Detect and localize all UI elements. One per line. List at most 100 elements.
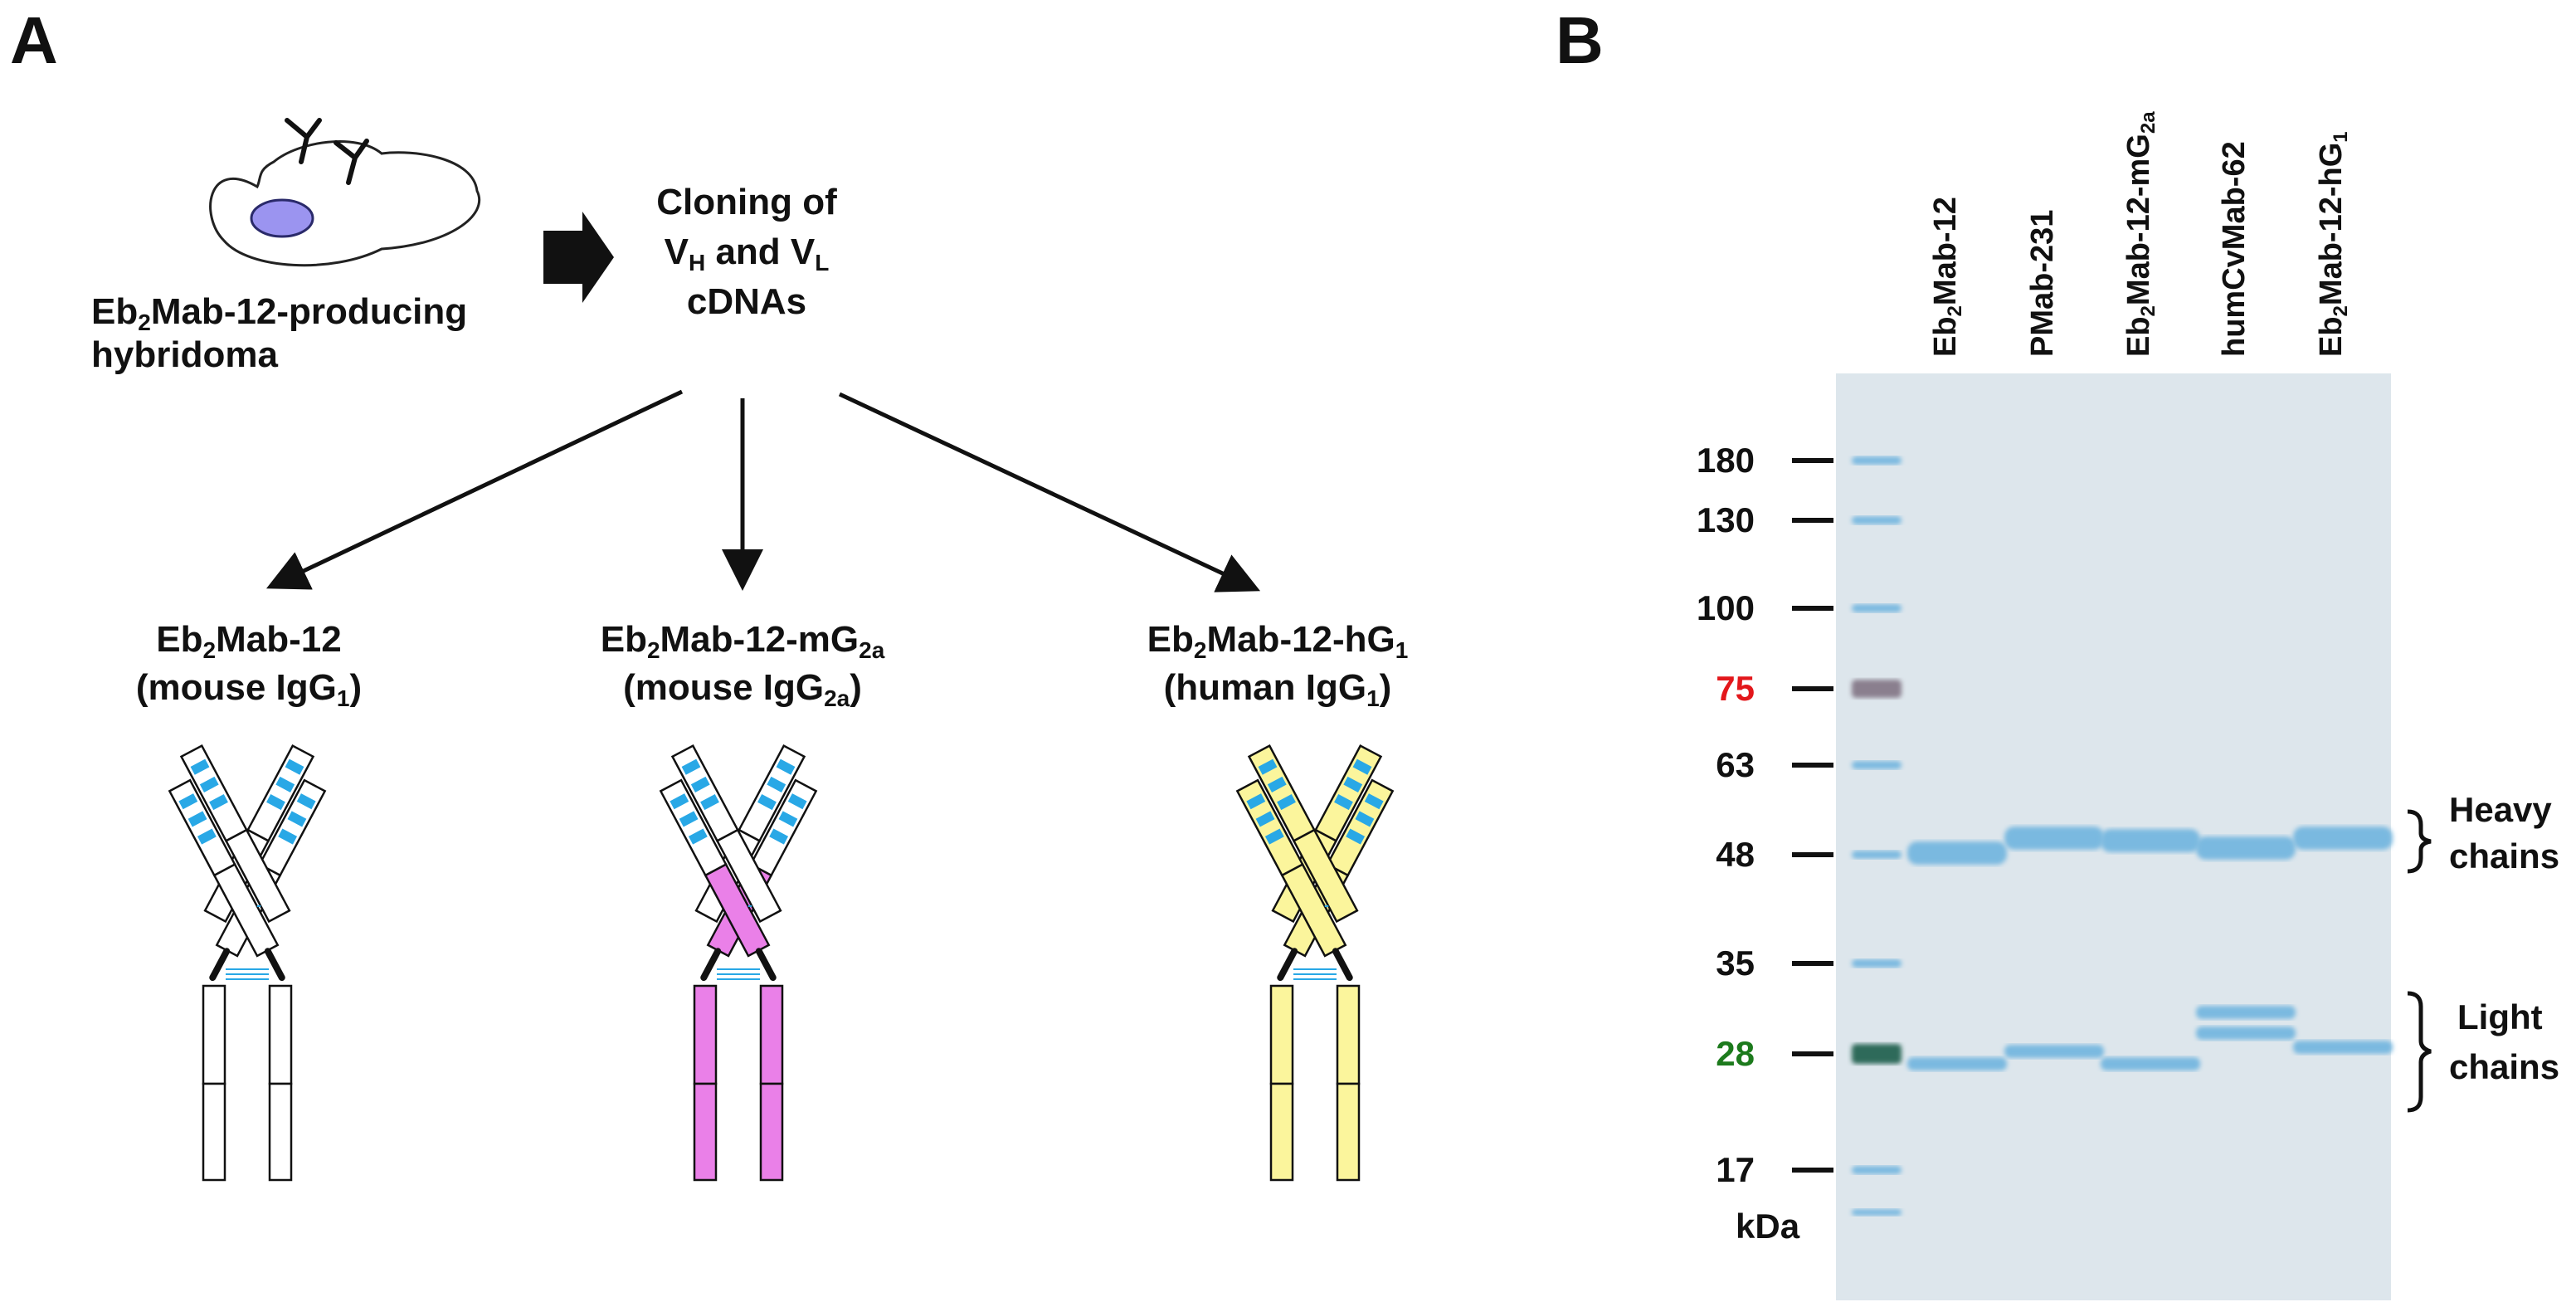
heavy-chain-band	[2101, 829, 2200, 852]
fc-ch3-domain	[693, 1082, 718, 1182]
cdr-stripe	[767, 776, 786, 792]
hybridoma-cell-icon	[209, 118, 481, 267]
cloning-label-line3: cDNAs	[687, 281, 806, 322]
cdr-stripe	[778, 811, 798, 827]
marker-label-48: 48	[1716, 835, 1755, 874]
cdr-stripe	[1364, 793, 1384, 810]
antibody-iso-hg1: (human IgG1)	[1164, 667, 1392, 711]
marker-label-75: 75	[1716, 669, 1755, 708]
hinge-segment	[1332, 948, 1353, 982]
cdr-stripe	[178, 793, 198, 810]
ladder-band-100	[1852, 604, 1902, 612]
cdr-stripe	[688, 828, 708, 845]
cdr-stripe	[1334, 794, 1353, 811]
light-chain-bracket	[2407, 991, 2432, 1113]
cdr-stripe	[670, 793, 689, 810]
antibody-iso-mg2a: (mouse IgG2a)	[623, 667, 862, 711]
panel-a: A Eb2Mab-12-producing hybridoma Cloning …	[10, 3, 1408, 1182]
cdr-stripe	[199, 776, 219, 792]
cdr-stripe	[1277, 794, 1296, 811]
light-chain-band	[2196, 1026, 2296, 1040]
light-constant-domain	[224, 828, 291, 924]
cdr-stripe	[1258, 758, 1278, 775]
sample-bands	[1907, 827, 2393, 1070]
hybridoma-label-line1: Eb2Mab-12-producing	[91, 291, 467, 335]
cell-nucleus	[250, 198, 314, 238]
heavy-chain-label-line1: Heavy	[2449, 790, 2552, 829]
fab-arm-right	[168, 744, 291, 982]
cdr-stripe	[690, 776, 710, 792]
cdr-stripe	[190, 758, 210, 775]
cdr-stripe	[285, 758, 304, 775]
light-chain-label-line2: chains	[2449, 1047, 2559, 1086]
ladder-band-180	[1852, 456, 1902, 465]
lane-label-1: Eb2Mab-12	[1928, 197, 1966, 357]
panel-b-letter: B	[1556, 3, 1604, 77]
ladder-band-extra	[1852, 1209, 1902, 1216]
antibody-diagrams	[168, 744, 1395, 1182]
cdr-stripe	[296, 793, 316, 810]
cdr-stripe	[1355, 811, 1375, 827]
marker-label-63: 63	[1716, 745, 1755, 784]
antibody-diagram-mg2a	[659, 744, 818, 1182]
ladder-band-63	[1852, 761, 1902, 769]
heavy-chain-band	[2293, 827, 2393, 850]
fc-ch2-domain	[1269, 984, 1294, 1085]
cdr-stripe	[776, 758, 796, 775]
fc-ch3-domain	[1336, 1082, 1361, 1182]
light-chain-band	[2196, 1006, 2296, 1019]
arrow-right	[838, 392, 1261, 592]
antibody-diagram-mg1	[168, 744, 327, 1182]
marker-label-100: 100	[1697, 588, 1755, 627]
cdr-stripe	[197, 828, 217, 845]
cdr-stripe	[209, 794, 228, 811]
antibody-diagram-hg1	[1235, 744, 1395, 1182]
fc-ch2-domain	[693, 984, 718, 1085]
unit-label: kDa	[1736, 1207, 1800, 1246]
ladder-band-75	[1852, 680, 1902, 698]
hinge-segment	[1277, 948, 1298, 982]
marker-label-28: 28	[1716, 1034, 1755, 1073]
cdr-stripe	[769, 828, 789, 845]
fc-ch3-domain	[1269, 1082, 1294, 1182]
cdr-stripe	[275, 776, 295, 792]
cdr-stripe	[1246, 793, 1266, 810]
ladder-band-17	[1852, 1166, 1902, 1174]
light-chain-band	[2101, 1057, 2200, 1070]
fc-ch2-domain	[202, 984, 226, 1085]
cdr-stripe	[1267, 776, 1287, 792]
cloning-label-line2: VH and VL	[665, 232, 830, 276]
heavy-chain-bracket	[2407, 809, 2432, 874]
lane-label-3: Eb2Mab-12-mG2a	[2121, 111, 2160, 357]
marker-label-180: 180	[1697, 441, 1755, 480]
lane-label-2: PMab-231	[2025, 210, 2060, 357]
ladder-band-130	[1852, 516, 1902, 524]
heavy-chain-band	[2196, 836, 2296, 860]
lane-label-5: Eb2Mab-12-hG1	[2314, 131, 2352, 357]
fab-arm-right	[1235, 744, 1359, 982]
light-chain-band	[2004, 1045, 2104, 1058]
light-chain-band	[1907, 1057, 2007, 1070]
big-arrow-icon	[543, 212, 614, 303]
marker-label-130: 130	[1697, 500, 1755, 539]
arrow-left	[265, 389, 684, 590]
antibody-iso-mg1: (mouse IgG1)	[136, 667, 362, 711]
hinge-segment	[264, 948, 285, 982]
cdr-stripe	[187, 811, 207, 827]
cdr-stripe	[1346, 828, 1366, 845]
marker-label-17: 17	[1716, 1150, 1755, 1189]
hinge-segment	[209, 948, 231, 982]
cdr-stripe	[287, 811, 307, 827]
ladder-band-48	[1852, 851, 1902, 859]
fc-ch3-domain	[759, 1082, 784, 1182]
cdr-stripe	[278, 828, 298, 845]
antibody-title-mg1: Eb2Mab-12	[156, 619, 341, 663]
antibody-title-mg2a: Eb2Mab-12-mG2a	[601, 619, 885, 663]
marker-ladder	[1852, 456, 1902, 1216]
light-constant-domain	[1292, 828, 1359, 924]
fc-ch2-domain	[1336, 984, 1361, 1085]
